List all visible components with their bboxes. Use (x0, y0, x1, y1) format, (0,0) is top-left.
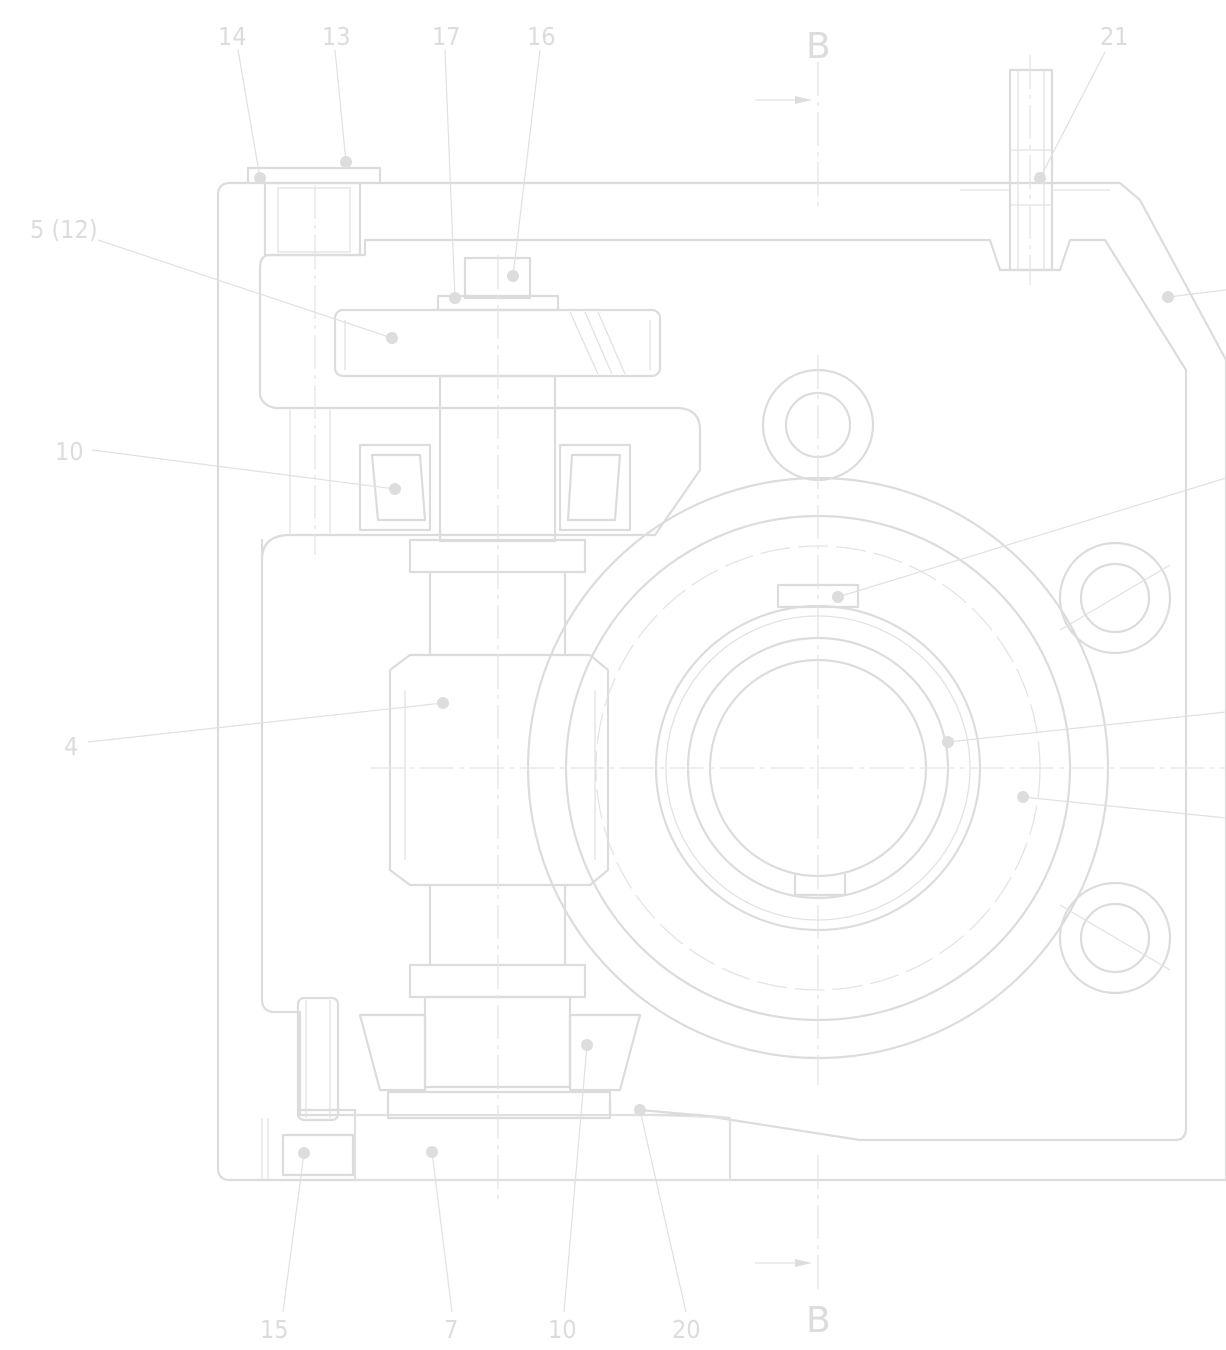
mounting-bosses (761, 368, 1172, 995)
callout-labels: 14 13 17 16 21 5 (12) 10 4 15 7 10 20 (30, 22, 1129, 1344)
housing (216, 166, 1226, 1182)
upper-bearings (289, 408, 632, 535)
callout-4: 4 (64, 732, 78, 761)
section-indicator-top: B (755, 26, 831, 104)
section-label-top: B (806, 26, 831, 67)
lower-bearings (358, 1013, 642, 1120)
callout-20: 20 (672, 1315, 701, 1344)
callout-14: 14 (218, 22, 247, 51)
drain-plug-top (263, 181, 362, 257)
callout-10-upper: 10 (55, 437, 84, 466)
callout-7: 7 (444, 1315, 458, 1344)
callout-21: 21 (1100, 22, 1129, 51)
callout-5-12: 5 (12) (30, 215, 98, 244)
section-label-bottom: B (806, 1300, 831, 1341)
callout-10-lower: 10 (548, 1315, 577, 1344)
centre-lines (314, 55, 1226, 1290)
callout-17: 17 (432, 22, 461, 51)
callout-16: 16 (527, 22, 556, 51)
callout-13: 13 (322, 22, 351, 51)
bottom-bolt (281, 996, 355, 1177)
callout-15: 15 (260, 1315, 289, 1344)
section-indicator-bottom: B (755, 1259, 831, 1341)
breather-plug (960, 68, 1110, 272)
leader-lines (87, 49, 1226, 1313)
